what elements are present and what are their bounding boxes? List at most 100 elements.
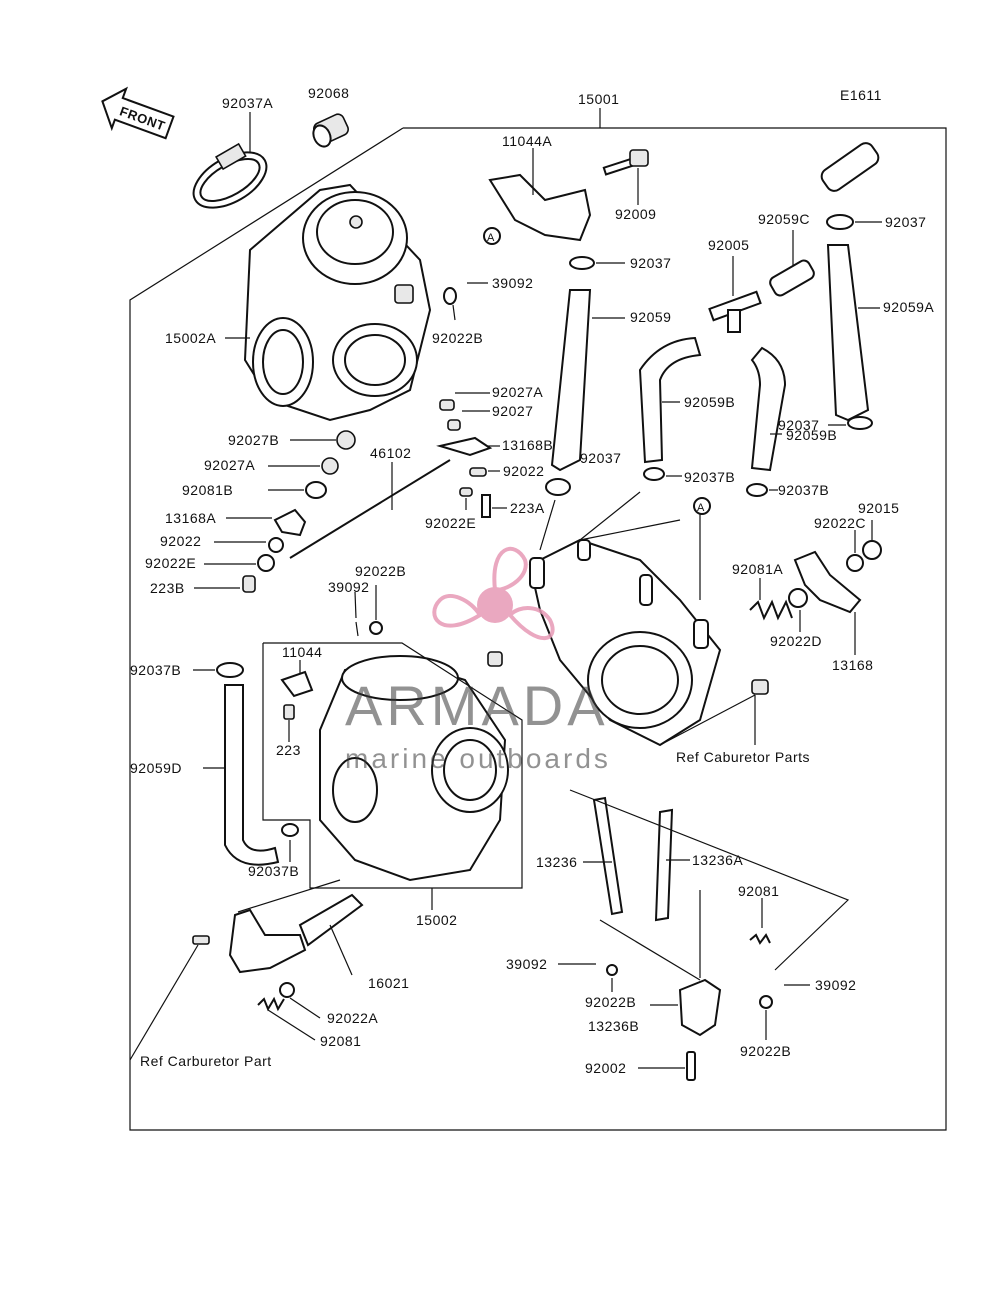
hose-part xyxy=(820,142,880,192)
label-92068: 92068 xyxy=(308,85,349,101)
label-92022C: 92022C xyxy=(814,515,866,531)
label-92059B: 92059B xyxy=(684,394,735,410)
label-223: 223 xyxy=(276,742,301,758)
bracket-part: A xyxy=(483,173,592,245)
label-223B: 223B xyxy=(150,580,185,596)
bracket-part xyxy=(793,550,862,614)
label-92022B: 92022B xyxy=(355,563,406,579)
label-92081B: 92081B xyxy=(182,482,233,498)
label-11044: 11044 xyxy=(282,644,322,660)
assembly-outline xyxy=(129,127,947,1131)
hose-clip-part xyxy=(746,483,768,497)
t-joint-part xyxy=(708,290,762,333)
hose-clip-part xyxy=(569,256,595,270)
label-92022E: 92022E xyxy=(425,515,476,531)
small-fittings-group xyxy=(194,282,507,593)
hose-clamp-part xyxy=(192,142,268,209)
label-92037B: 92037B xyxy=(684,469,735,485)
label-92037B: 92037B xyxy=(248,863,299,879)
link-rod-part xyxy=(654,808,674,922)
label-15001: 15001 xyxy=(578,91,619,107)
hose-clip-part xyxy=(826,214,854,230)
label-39092: 39092 xyxy=(506,956,547,972)
washer-part xyxy=(606,964,618,976)
hose-clip-part xyxy=(281,823,299,837)
label-92059B: 92059B xyxy=(786,427,837,443)
label-92022B: 92022B xyxy=(585,994,636,1010)
spring-part xyxy=(749,599,793,621)
label-92022D: 92022D xyxy=(770,633,822,649)
linkage-part xyxy=(298,893,364,947)
bent-hose-part xyxy=(750,346,787,472)
label-92002: 92002 xyxy=(585,1060,626,1076)
label-92022E: 92022E xyxy=(145,555,196,571)
watermark-tagline: marine outboards xyxy=(345,743,611,774)
label-92037A: 92037A xyxy=(222,95,273,111)
washer-part xyxy=(369,621,383,635)
bolt-part xyxy=(602,149,649,176)
ref-carburetor-part: Ref Carburetor Part xyxy=(140,1053,272,1069)
label-13168B: 13168B xyxy=(502,437,553,453)
label-92022: 92022 xyxy=(503,463,544,479)
label-46102: 46102 xyxy=(370,445,411,461)
bell-crank-part xyxy=(678,978,722,1037)
label-92009: 92009 xyxy=(615,206,656,222)
label-13168: 13168 xyxy=(832,657,873,673)
hose-clip-part xyxy=(847,416,873,430)
bent-hose-part xyxy=(638,336,702,464)
hose-clip-part xyxy=(545,478,571,496)
label-15002A: 15002A xyxy=(165,330,216,346)
linkage-part xyxy=(228,908,307,974)
throttle-rod-part xyxy=(289,459,451,559)
carburetor-right-part xyxy=(528,538,722,747)
label-92081A: 92081A xyxy=(732,561,783,577)
label-92022B: 92022B xyxy=(740,1043,791,1059)
label-92037: 92037 xyxy=(580,450,621,466)
carburetor-bottom-part xyxy=(319,655,509,882)
label-92027A: 92027A xyxy=(492,384,543,400)
nut-part xyxy=(862,540,882,560)
label-11044A: 11044A xyxy=(502,133,552,149)
label-39092: 39092 xyxy=(815,977,856,993)
label-92037: 92037 xyxy=(630,255,671,271)
washer-part xyxy=(788,588,808,608)
label-92059C: 92059C xyxy=(758,211,810,227)
screw-part xyxy=(686,1051,696,1081)
hose-clip-part xyxy=(643,467,665,481)
label-223A: 223A xyxy=(510,500,545,516)
svg-text:A: A xyxy=(697,502,705,514)
washer-part xyxy=(846,554,864,572)
label-15002: 15002 xyxy=(416,912,457,928)
bracket-part xyxy=(280,670,314,698)
label-13236: 13236 xyxy=(536,854,577,870)
label-39092: 39092 xyxy=(328,579,369,595)
label-13168A: 13168A xyxy=(165,510,216,526)
label-13236B: 13236B xyxy=(588,1018,639,1034)
link-rod-part xyxy=(592,796,624,916)
label-92022B: 92022B xyxy=(432,330,483,346)
diagram-code: E1611 xyxy=(840,87,882,103)
watermark-brand: ARMADA xyxy=(345,674,609,737)
label-39092: 39092 xyxy=(492,275,533,291)
label-92015: 92015 xyxy=(858,500,899,516)
svg-text:A: A xyxy=(487,232,495,244)
label-92027A: 92027A xyxy=(204,457,255,473)
label-92005: 92005 xyxy=(708,237,749,253)
label-92037: 92037 xyxy=(885,214,926,230)
hose-part xyxy=(769,259,815,297)
washer-part xyxy=(759,995,773,1009)
ref-caburetor-parts: Ref Caburetor Parts xyxy=(676,749,810,765)
carburetor-top-part xyxy=(243,183,432,422)
fuel-hose-part xyxy=(550,289,592,472)
label-92037B: 92037B xyxy=(778,482,829,498)
label-16021: 16021 xyxy=(368,975,409,991)
armada-logo xyxy=(432,546,555,641)
label-92059: 92059 xyxy=(630,309,671,325)
label-92059D: 92059D xyxy=(130,760,182,776)
washer-part xyxy=(279,982,295,998)
label-92027: 92027 xyxy=(492,403,533,419)
label-92022: 92022 xyxy=(160,533,201,549)
spring-part xyxy=(257,996,285,1012)
label-92059A: 92059A xyxy=(883,299,934,315)
